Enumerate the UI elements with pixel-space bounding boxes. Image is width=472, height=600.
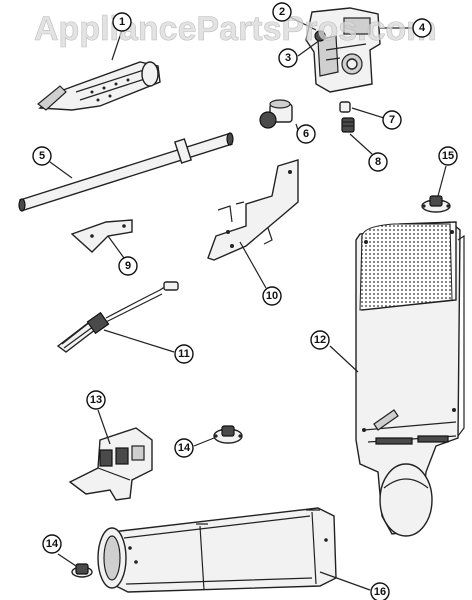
- callout-15: 15: [438, 146, 458, 166]
- callout-7: 7: [382, 110, 402, 130]
- callout-14-lower-label: 14: [46, 538, 59, 550]
- callout-11-label: 11: [178, 348, 190, 360]
- callout-2: 2: [272, 2, 292, 22]
- part-14-sensor-lower: [71, 563, 93, 578]
- leader-3: [297, 39, 321, 57]
- callout-9: 9: [118, 256, 138, 276]
- leader-1: [111, 29, 123, 61]
- callout-1: 1: [112, 12, 132, 32]
- callout-10: 10: [262, 286, 282, 306]
- callout-14-upper: 14: [174, 438, 194, 458]
- callout-2-label: 2: [279, 6, 285, 18]
- callout-15-label: 15: [442, 150, 454, 162]
- leader-8: [349, 133, 373, 155]
- callout-3-label: 3: [285, 52, 291, 64]
- callout-3: 3: [278, 48, 298, 68]
- part-7-fitting: [339, 101, 351, 113]
- callout-11: 11: [174, 344, 194, 364]
- callout-8-label: 8: [375, 156, 381, 168]
- callout-16-label: 16: [374, 586, 386, 598]
- part-1-burner-bracket: [37, 61, 161, 111]
- watermark-text: AppliancePartsPros.com: [34, 10, 436, 48]
- leader-14a: [193, 437, 215, 447]
- callout-5: 5: [32, 146, 52, 166]
- part-16-combustion-chamber: [97, 507, 337, 593]
- leader-7: [351, 107, 385, 119]
- leader-14b: [57, 553, 77, 567]
- callout-13: 13: [86, 390, 106, 410]
- leader-12: [329, 345, 359, 373]
- leader-9: [107, 235, 125, 259]
- part-5-rod: [18, 132, 234, 212]
- leader-16: [319, 571, 371, 591]
- leader-10: [239, 241, 267, 289]
- part-4-gas-valve: [305, 7, 381, 93]
- callout-13-label: 13: [90, 394, 102, 406]
- callout-6: 6: [296, 124, 316, 144]
- part-14-sensor-upper: [213, 425, 243, 444]
- part-8-orifice: [341, 117, 355, 133]
- callout-4: 4: [412, 18, 432, 38]
- callout-12-label: 12: [314, 334, 326, 346]
- callout-9-label: 9: [125, 260, 131, 272]
- part-13-terminal-block: [68, 427, 153, 501]
- part-9-bracket: [70, 219, 133, 253]
- callout-10-label: 10: [266, 290, 278, 302]
- leader-13: [97, 409, 111, 445]
- callout-4-label: 4: [419, 22, 426, 34]
- part-6-valve-coil: [259, 99, 293, 129]
- callout-7-label: 7: [389, 114, 395, 126]
- callout-14-upper-label: 14: [178, 442, 191, 454]
- callout-8: 8: [368, 152, 388, 172]
- leader-6: [295, 123, 299, 131]
- part-15-thermostat: [421, 195, 451, 213]
- leader-15: [437, 165, 447, 197]
- leader-2: [287, 15, 317, 31]
- callout-6-label: 6: [303, 128, 309, 140]
- callout-1-label: 1: [119, 16, 125, 28]
- callout-12: 12: [310, 330, 330, 350]
- callout-16: 16: [370, 582, 390, 600]
- part-12-rear-bulkhead: [355, 221, 465, 537]
- callout-14-lower: 14: [42, 534, 62, 554]
- leader-11: [103, 329, 175, 353]
- part-10-mounting-bracket: [207, 159, 299, 261]
- callout-5-label: 5: [39, 150, 45, 162]
- leader-5: [49, 161, 73, 179]
- part-11-igniter: [56, 281, 179, 353]
